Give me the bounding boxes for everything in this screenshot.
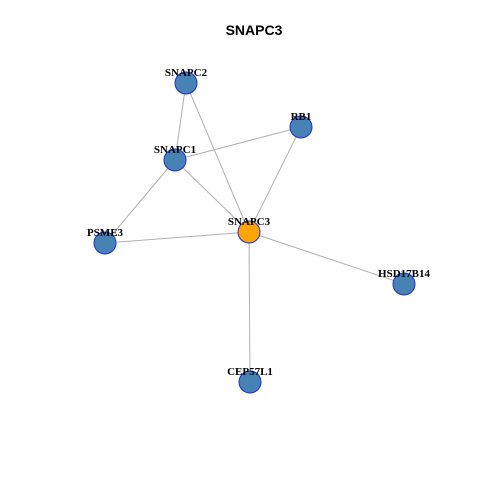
node-label-cep57l1: CEP57L1 bbox=[227, 366, 273, 378]
node-snapc2[interactable] bbox=[174, 71, 198, 95]
edge-snapc1-rb1 bbox=[174, 126, 302, 161]
node-label-hsd17b14: HSD17B14 bbox=[378, 268, 430, 280]
edge-snapc3-psme3 bbox=[104, 231, 250, 244]
edge-snapc3-rb1 bbox=[248, 126, 302, 233]
node-label-snapc2: SNAPC2 bbox=[165, 67, 208, 79]
node-label-snapc1: SNAPC1 bbox=[154, 144, 196, 156]
node-psme3[interactable] bbox=[93, 231, 117, 255]
node-rb1[interactable] bbox=[289, 115, 313, 139]
edge-snapc3-snapc1 bbox=[174, 159, 250, 233]
node-label-snapc3: SNAPC3 bbox=[228, 216, 271, 228]
node-snapc1[interactable] bbox=[163, 148, 187, 172]
node-cep57l1[interactable] bbox=[238, 370, 262, 394]
edge-snapc3-cep57l1 bbox=[248, 231, 251, 383]
edge-snapc3-snapc2 bbox=[185, 82, 250, 233]
edge-snapc2-snapc1 bbox=[174, 82, 187, 161]
node-label-psme3: PSME3 bbox=[87, 227, 124, 239]
node-hsd17b14[interactable] bbox=[392, 272, 416, 296]
graph-title: SNAPC3 bbox=[226, 22, 283, 38]
edge-layer bbox=[104, 82, 405, 383]
edge-snapc1-psme3 bbox=[104, 159, 176, 244]
edge-snapc3-hsd17b14 bbox=[248, 231, 405, 285]
node-label-rb1: RB1 bbox=[291, 111, 312, 123]
label-layer: SNAPC3 SNAPC2RB1SNAPC1PSME3HSD17B14CEP57L… bbox=[87, 67, 431, 378]
node-snapc3[interactable] bbox=[237, 220, 261, 244]
node-layer bbox=[93, 71, 416, 394]
